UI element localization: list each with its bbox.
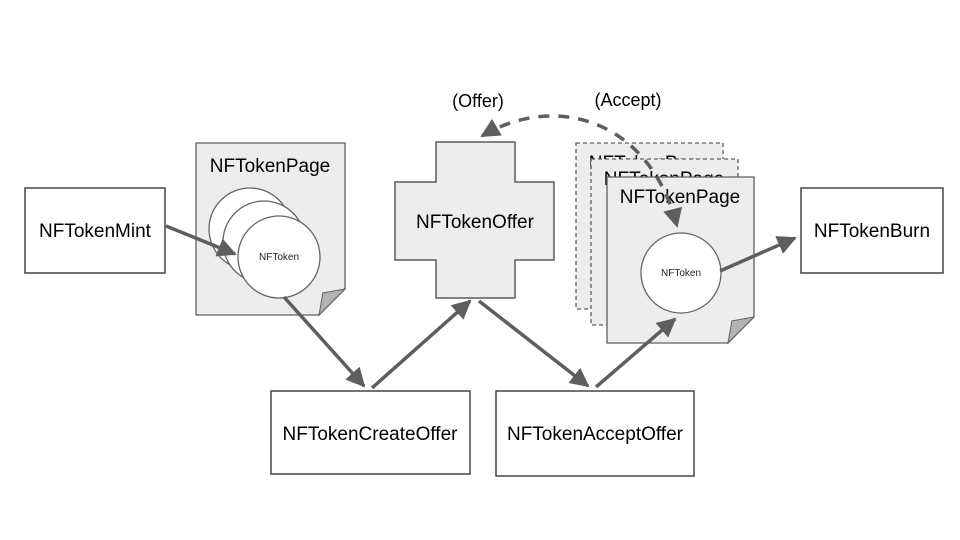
mint-node: NFTokenMint bbox=[24, 187, 166, 274]
page-left-node: NFTokenPage NFToken bbox=[195, 142, 347, 317]
arrow-createoffer-to-offer bbox=[370, 299, 472, 390]
arrow-mint-to-page bbox=[165, 224, 237, 257]
flow-arrows bbox=[165, 224, 797, 390]
arrow-offer-to-acceptoffer bbox=[477, 299, 590, 388]
arrow-acceptoffer-to-page bbox=[594, 317, 677, 389]
page-left-title: NFTokenPage bbox=[210, 156, 330, 177]
token-circle-front bbox=[237, 215, 321, 299]
offer-label: NFTokenOffer bbox=[416, 212, 535, 233]
create-offer-node: NFTokenCreateOffer bbox=[270, 390, 471, 475]
accept-offer-node: NFTokenAcceptOffer bbox=[495, 390, 695, 477]
accept-offer-label: NFTokenAcceptOffer bbox=[507, 424, 684, 445]
page-right-folded-corner bbox=[727, 316, 756, 345]
create-offer-label: NFTokenCreateOffer bbox=[283, 424, 459, 445]
pages-right-node: NFTokenPage NFTokenPage NFTokenPage NFTo… bbox=[575, 142, 756, 345]
token-label-left: NFToken bbox=[259, 252, 299, 263]
page-right-front-title: NFTokenPage bbox=[620, 187, 740, 208]
page-left-folded-corner bbox=[318, 288, 347, 317]
burn-label: NFTokenBurn bbox=[814, 221, 930, 242]
mint-label: NFTokenMint bbox=[39, 221, 152, 242]
offer-node: NFTokenOffer bbox=[394, 141, 555, 299]
burn-box bbox=[800, 187, 944, 274]
accept-offer-box bbox=[495, 390, 695, 477]
mint-box bbox=[24, 187, 166, 274]
burn-node: NFTokenBurn bbox=[800, 187, 944, 274]
offer-annotation: (Offer) bbox=[452, 91, 504, 111]
arrow-page-to-burn bbox=[719, 236, 797, 273]
accept-annotation: (Accept) bbox=[594, 90, 661, 110]
token-label-right: NFToken bbox=[661, 268, 701, 279]
token-circle-right bbox=[640, 232, 722, 314]
arrow-page-to-createoffer bbox=[282, 295, 366, 388]
create-offer-box bbox=[270, 390, 471, 475]
